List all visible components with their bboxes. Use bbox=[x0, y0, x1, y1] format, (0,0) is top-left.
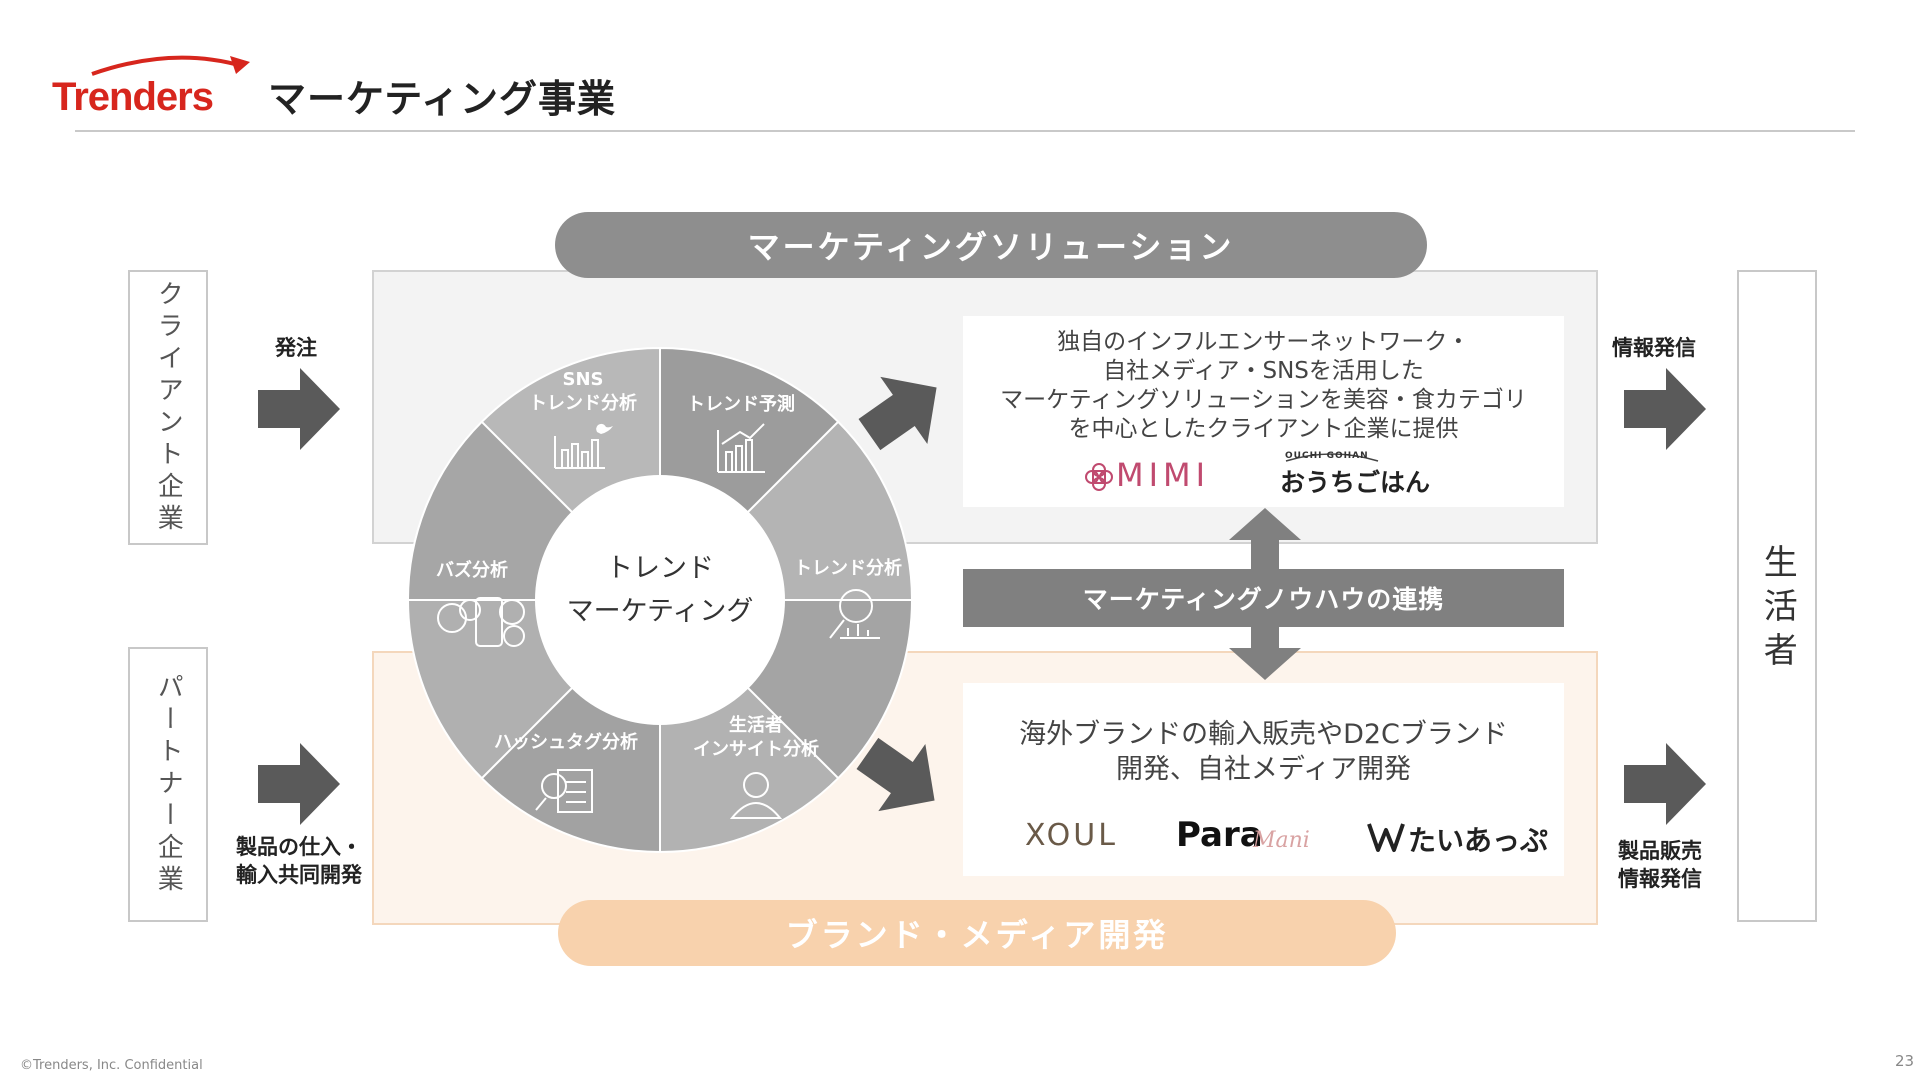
trenders-logo: Trenders bbox=[52, 55, 250, 119]
arrow-down-right-icon bbox=[856, 737, 935, 812]
arrow-right-icon bbox=[1624, 368, 1706, 450]
page-title: マーケティング事業 bbox=[268, 77, 616, 121]
magnifier-chart-icon bbox=[829, 589, 880, 639]
ouchi-gohan-logo-text: おうちごはん bbox=[1280, 468, 1431, 497]
mimi-logo-text: MIMI bbox=[1116, 456, 1211, 494]
consumer-label: 生活者 bbox=[1757, 544, 1798, 676]
person-icon bbox=[729, 772, 783, 819]
client-company-label: クライアント企業 bbox=[153, 279, 184, 536]
ouchi-gohan-ribbon-icon bbox=[1285, 453, 1379, 462]
hashtag-document-icon bbox=[535, 769, 593, 813]
info-dissemination-label: 情報発信 bbox=[1612, 336, 1696, 360]
bird-icon bbox=[596, 423, 613, 434]
arrow-right-icon bbox=[258, 743, 340, 825]
segment-trend-analysis: トレンド分析 bbox=[794, 557, 902, 579]
brand-media-pill: ブランド・メディア開発 bbox=[558, 900, 1396, 966]
chat-bubbles-icon bbox=[437, 597, 525, 647]
footer-copyright: ©Trenders, Inc. Confidential bbox=[20, 1058, 203, 1073]
partner-company-box: パートナー企業 bbox=[128, 647, 208, 922]
segment-sns-line1: SNS bbox=[563, 369, 604, 390]
client-company-box: クライアント企業 bbox=[128, 270, 208, 545]
wheel-center-line1: トレンド bbox=[606, 553, 714, 584]
segment-insight-line2: インサイト分析 bbox=[693, 738, 819, 760]
bar-chart-icon bbox=[554, 436, 605, 469]
segment-insight-line1: 生活者 bbox=[729, 714, 783, 736]
sales-info-label: 製品販売 情報発信 bbox=[1618, 839, 1702, 891]
arrow-up-right-icon bbox=[858, 376, 937, 451]
segment-hashtag: ハッシュタグ分析 bbox=[494, 731, 638, 753]
xoul-logo-text: XOUL bbox=[1025, 818, 1118, 853]
brand-description: 海外ブランドの輸入販売やD2Cブランド 開発、自社メディア開発 bbox=[1019, 719, 1508, 785]
segment-buzz: バズ分析 bbox=[436, 559, 508, 581]
growth-chart-icon bbox=[717, 423, 765, 473]
mimi-flower-icon bbox=[1085, 463, 1113, 491]
segment-forecast: トレンド予測 bbox=[687, 393, 795, 415]
taiap-crown-icon bbox=[1367, 823, 1405, 852]
taiap-logo-text: たいあっぷ bbox=[1408, 824, 1549, 857]
order-label: 発注 bbox=[275, 336, 317, 360]
wheel-center bbox=[535, 475, 785, 725]
solution-description: 独自のインフルエンサーネットワーク・ 自社メディア・SNSを活用した マーケティ… bbox=[1000, 329, 1527, 442]
arrow-right-icon bbox=[258, 368, 340, 450]
logo-text: Trenders bbox=[52, 75, 213, 119]
solution-description-box: 独自のインフルエンサーネットワーク・ 自社メディア・SNSを活用した マーケティ… bbox=[963, 316, 1564, 507]
paramani-script-text: Mani bbox=[1253, 828, 1310, 853]
marketing-knowhow-bar: マーケティングノウハウの連携 bbox=[963, 569, 1564, 627]
ouchi-gohan-small-text: OUCHI GOHAN bbox=[1285, 451, 1369, 461]
segment-sns-line2: トレンド分析 bbox=[529, 392, 637, 414]
arrow-right-icon bbox=[1624, 743, 1706, 825]
goods-procurement-label: 製品の仕入・ 輸入共同開発 bbox=[236, 835, 362, 887]
page-number: 23 bbox=[1895, 1052, 1915, 1070]
marketing-solution-pill: マーケティングソリューション bbox=[555, 212, 1427, 278]
wheel-center-line2: マーケティング bbox=[567, 596, 754, 627]
consumer-box: 生活者 bbox=[1737, 270, 1817, 922]
trend-marketing-wheel: トレンド マーケティング SNS トレンド分析 トレンド予測 トレンド分析 生活… bbox=[406, 346, 914, 854]
brand-description-box: 海外ブランドの輸入販売やD2Cブランド 開発、自社メディア開発 bbox=[963, 683, 1564, 876]
header-divider bbox=[75, 130, 1855, 132]
paramani-logo-text: Para bbox=[1176, 815, 1263, 855]
partner-company-label: パートナー企業 bbox=[153, 672, 184, 897]
